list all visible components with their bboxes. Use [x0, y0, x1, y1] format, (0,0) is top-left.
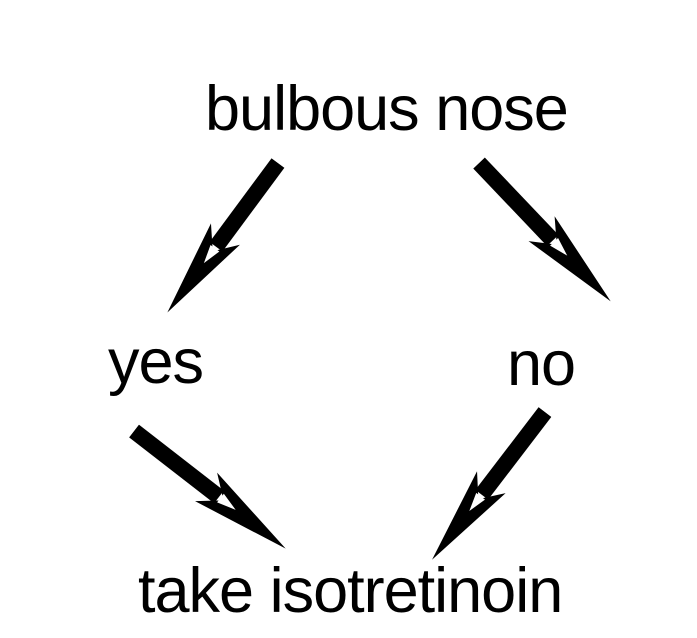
node-no: no	[507, 329, 576, 399]
arrow-bulbous-to-no-icon	[473, 157, 611, 302]
arrow-no-to-outcome-icon	[432, 407, 552, 560]
arrow-bulbous-to-yes-icon	[167, 158, 285, 313]
node-yes: yes	[108, 327, 204, 397]
node-bulbous-nose: bulbous nose	[205, 74, 569, 144]
node-take-isotretinoin: take isotretinoin	[138, 556, 563, 626]
arrow-yes-to-outcome-icon	[129, 424, 286, 549]
